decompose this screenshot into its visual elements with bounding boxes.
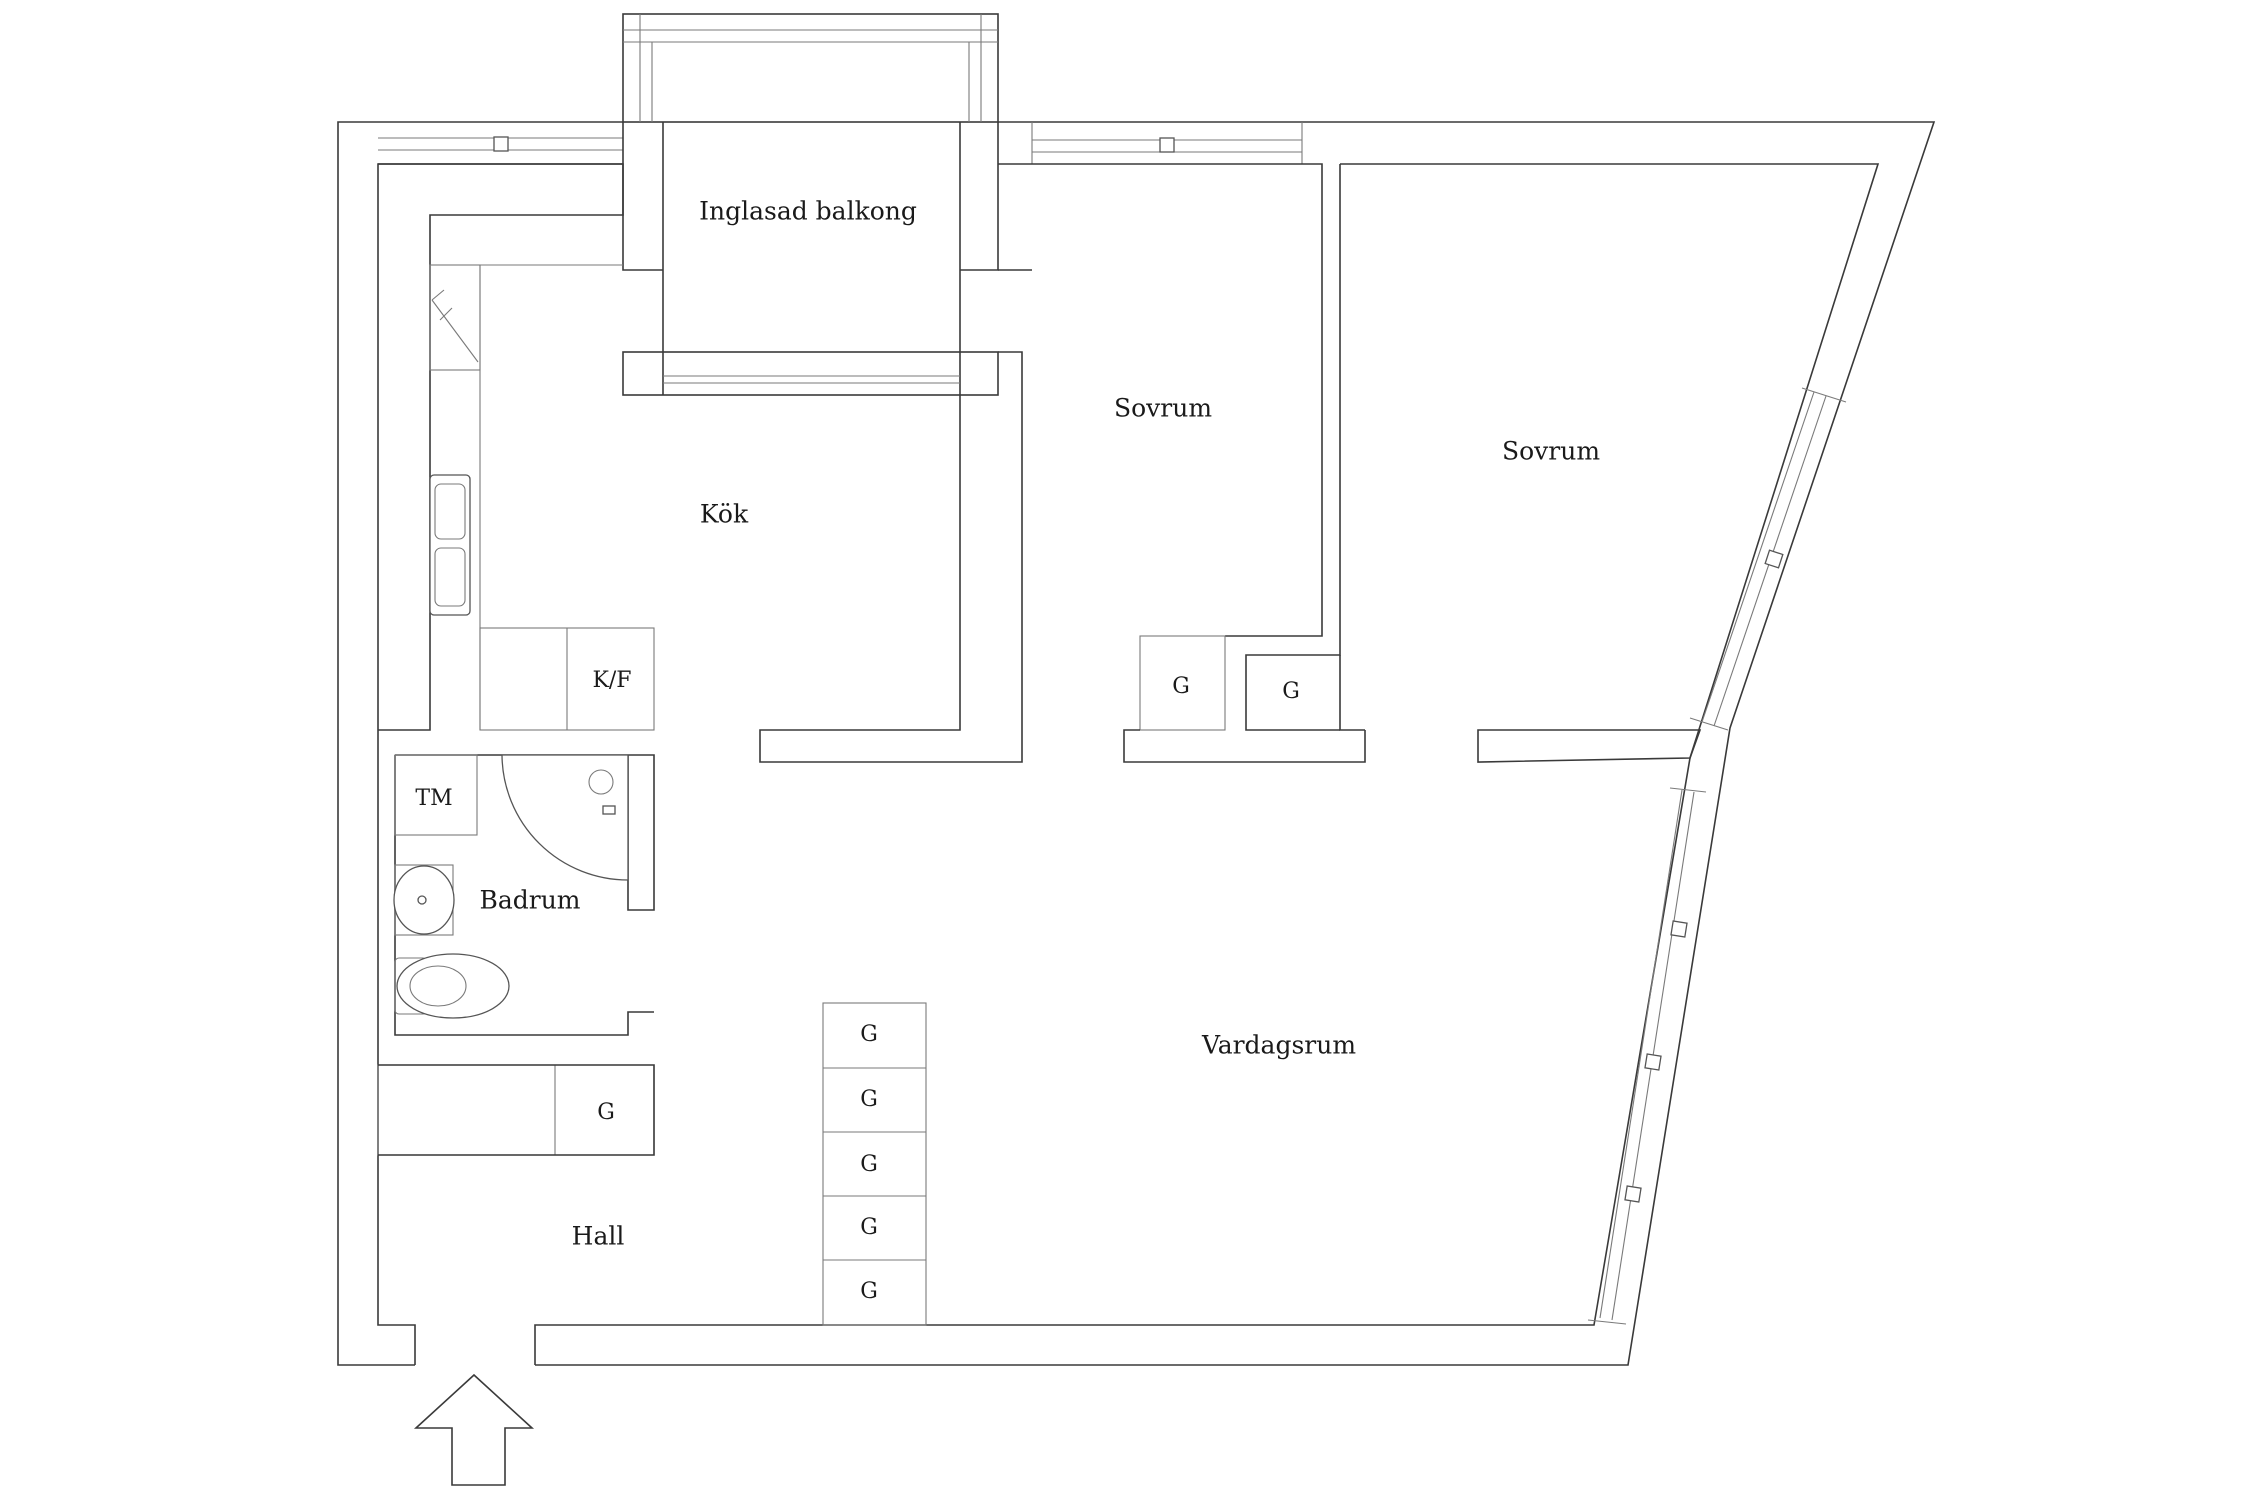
label-washing-machine: TM: [415, 786, 452, 811]
balcony: [622, 13, 1032, 396]
label-wardrobe-bedroom-2: G: [1282, 679, 1300, 704]
bedroom-1: [1032, 163, 1366, 763]
hall: [377, 1064, 655, 1156]
label-wardrobe-living-1: G: [860, 1022, 878, 1047]
label-hall: Hall: [572, 1222, 625, 1251]
label-wardrobe-living-2: G: [860, 1087, 878, 1112]
label-balcony: Inglasad balkong: [699, 197, 917, 226]
label-wardrobe-bedroom-1: G: [1172, 674, 1190, 699]
label-wardrobe-hall: G: [597, 1100, 615, 1125]
label-wardrobe-living-4: G: [860, 1215, 878, 1240]
bathroom: [393, 754, 655, 1036]
label-fridge-freezer: K/F: [592, 668, 631, 693]
label-bedroom-1: Sovrum: [1114, 394, 1212, 423]
entrance-arrow-icon: [413, 1373, 535, 1486]
kitchen: [378, 163, 1023, 763]
label-kitchen: Kök: [700, 500, 749, 529]
label-wardrobe-living-5: G: [860, 1279, 878, 1304]
label-living-room: Vardagsrum: [1201, 1031, 1356, 1060]
label-wardrobe-living-3: G: [860, 1152, 878, 1177]
label-bedroom-2: Sovrum: [1502, 437, 1600, 466]
living-wardrobes: [822, 1002, 927, 1326]
bedroom-2: [1245, 164, 1702, 763]
label-bathroom: Badrum: [479, 886, 580, 915]
